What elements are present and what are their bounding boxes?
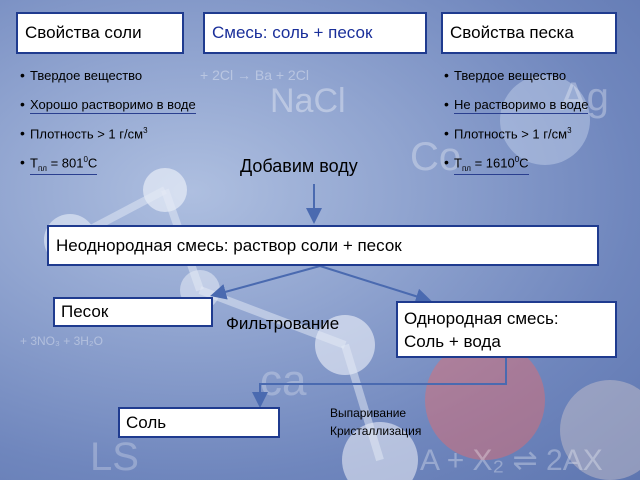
list-item: Хорошо растворимо в воде [20, 96, 196, 126]
sand-properties-box: Свойства песка [441, 12, 617, 54]
crystallization-label: Кристаллизация [330, 424, 422, 438]
heterogeneous-mixture-text: Неоднородная смесь: раствор соли + песок [56, 235, 402, 255]
evaporation-label: Выпаривание [330, 406, 407, 420]
sand-properties-list: Твердое вещество Не растворимо в воде Пл… [444, 67, 589, 184]
svg-text:+ 2Cl → Ba + 2Cl: + 2Cl → Ba + 2Cl [200, 67, 309, 83]
arrow-to-homogeneous [319, 265, 432, 305]
salt-result-box: Соль [118, 407, 280, 438]
salt-result-text: Соль [126, 412, 167, 432]
svg-text:ca: ca [260, 356, 307, 405]
homogeneous-mixture-line1: Однородная смесь: [404, 308, 559, 328]
mixture-box: Смесь: соль + песок [203, 12, 427, 54]
sand-box: Песок [53, 297, 213, 327]
list-item: Тпл = 8010С [20, 154, 196, 184]
list-item: Твердое вещество [444, 67, 588, 97]
svg-text:LS: LS [90, 435, 139, 479]
list-item: Твердое вещество [20, 67, 196, 97]
salt-properties-list: Твердое вещество Хорошо растворимо в вод… [20, 67, 196, 184]
heterogeneous-mixture-box: Неоднородная смесь: раствор соли + песок [47, 225, 599, 266]
svg-text:+ 3NO₃ + 3H₂O: + 3NO₃ + 3H₂O [20, 334, 103, 348]
arrow-to-sand [210, 265, 321, 300]
list-item: Плотность > 1 г/см3 [444, 125, 588, 155]
homogeneous-mixture-box: Однородная смесь: Соль + вода [396, 301, 617, 358]
homogeneous-mixture-line2: Соль + вода [404, 331, 501, 351]
svg-text:A + X₂ ⇌ 2AX: A + X₂ ⇌ 2AX [420, 444, 603, 477]
sand-text: Песок [61, 302, 109, 321]
mixture-title: Смесь: соль + песок [212, 23, 373, 42]
salt-properties-box: Свойства соли [16, 12, 184, 54]
list-item: Тпл = 16100С [444, 154, 588, 184]
arrow-to-salt [252, 358, 507, 408]
svg-text:NaCl: NaCl [270, 82, 346, 120]
add-water-label: Добавим воду [240, 156, 358, 176]
filtration-label: Фильтрование [226, 314, 340, 333]
list-item: Не растворимо в воде [444, 96, 589, 126]
list-item: Плотность > 1 г/см3 [20, 125, 196, 155]
salt-properties-title: Свойства соли [25, 23, 142, 42]
sand-properties-title: Свойства песка [450, 23, 574, 42]
